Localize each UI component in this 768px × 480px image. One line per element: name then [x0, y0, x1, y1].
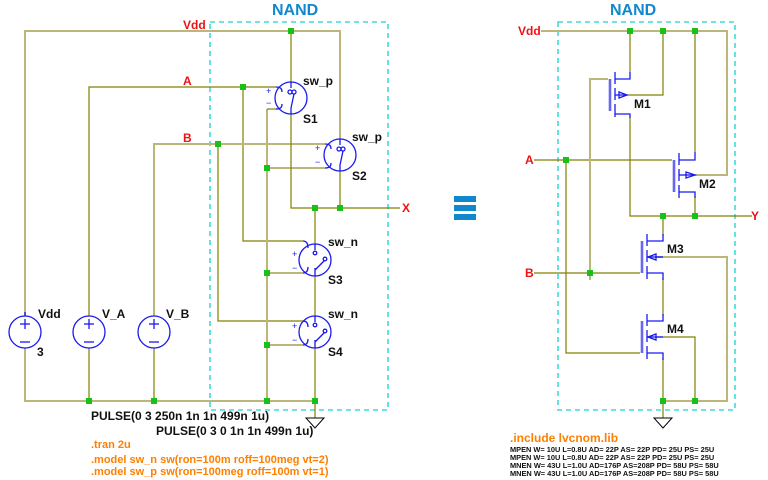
- param-line-2: MPEN W= 10U L=0.8U AD= 22P AS= 22P PD= 2…: [510, 453, 715, 462]
- pmos-m1[interactable]: [608, 72, 631, 118]
- net-label-y: Y: [751, 209, 760, 223]
- wire-y-right[interactable]: [629, 117, 752, 236]
- wire-x-left[interactable]: [290, 114, 400, 316]
- junctions-right: [563, 28, 698, 404]
- transistor-ref-m2: M2: [699, 177, 716, 191]
- switch-s2[interactable]: +−: [315, 138, 357, 172]
- directive-include: .include lvcnom.lib: [510, 431, 619, 445]
- nand-title-left: NAND: [272, 2, 319, 19]
- source-name-v-b: V_B: [166, 307, 190, 321]
- switch-s3[interactable]: +−: [292, 240, 332, 277]
- svg-text:−: −: [266, 98, 271, 108]
- voltage-source-vdd[interactable]: [8, 312, 42, 349]
- nmos-m4[interactable]: [640, 314, 664, 360]
- transistor-ref-m1: M1: [634, 97, 651, 111]
- wire-b-left[interactable]: [153, 143, 325, 322]
- switch-ref-s1: S1: [303, 112, 318, 126]
- net-label-b-left: B: [183, 131, 192, 145]
- svg-text:−: −: [292, 263, 297, 273]
- voltage-source-v-a[interactable]: [72, 315, 106, 349]
- wire-vdd-left[interactable]: [24, 30, 341, 316]
- ground-icon: [652, 417, 674, 429]
- pmos-m2[interactable]: [672, 152, 698, 198]
- net-label-x: X: [402, 201, 411, 215]
- param-line-4: MNEN W= 43U L=1.0U AD=176P AS=208P PD= 5…: [510, 469, 719, 478]
- wire-a-left[interactable]: [88, 86, 303, 316]
- directive-model-sw-p: .model sw_p sw(ron=100meg roff=100m vt=1…: [91, 466, 329, 478]
- switch-model-s4: sw_n: [328, 307, 359, 321]
- left-schematic: +− +− +− +−: [8, 21, 400, 429]
- switch-s4[interactable]: +−: [292, 315, 332, 349]
- svg-text:+: +: [292, 321, 297, 331]
- source-value-v-b: PULSE(0 3 0 1n 1n 499n 1u): [156, 424, 314, 438]
- wire-gnd-right[interactable]: [655, 256, 728, 420]
- switch-ref-s2: S2: [352, 169, 367, 183]
- svg-text:+: +: [266, 86, 271, 96]
- directive-model-sw-n: .model sw_n sw(ron=100m roff=100meg vt=2…: [91, 454, 329, 466]
- switch-ref-s4: S4: [328, 345, 343, 359]
- junctions-left: [86, 28, 343, 404]
- wire-m1-gate[interactable]: [589, 78, 608, 280]
- wire-gnd-left[interactable]: [24, 108, 325, 420]
- svg-text:−: −: [315, 157, 320, 167]
- transistor-ref-m3: M3: [667, 242, 684, 256]
- nmos-m3[interactable]: [640, 234, 664, 280]
- svg-text:+: +: [292, 249, 297, 259]
- source-name-v-a: V_A: [102, 307, 126, 321]
- source-value-v-a: PULSE(0 3 250n 1n 1n 499n 1u): [91, 409, 270, 423]
- source-name-vdd: Vdd: [38, 307, 61, 321]
- switch-s1[interactable]: +−: [266, 81, 308, 115]
- wire-vdd-right[interactable]: [541, 30, 728, 176]
- param-line-1: MPEN W= 10U L=0.8U AD= 22P AS= 22P PD= 2…: [510, 445, 715, 454]
- svg-text:−: −: [292, 335, 297, 345]
- net-label-vdd-right: Vdd: [518, 24, 541, 38]
- nand-title-right: NAND: [610, 2, 657, 19]
- switch-model-s2: sw_p: [352, 130, 383, 144]
- switch-ref-s3: S3: [328, 273, 343, 287]
- param-line-3: MNEN W= 43U L=1.0U AD=176P AS=208P PD= 5…: [510, 461, 719, 470]
- svg-text:+: +: [315, 143, 320, 153]
- net-label-a-left: A: [183, 74, 192, 88]
- source-value-vdd: 3: [37, 345, 44, 359]
- net-label-a-right: A: [525, 153, 534, 167]
- directive-tran: .tran 2u: [91, 439, 131, 451]
- switch-model-s3: sw_n: [328, 235, 359, 249]
- right-schematic: [534, 21, 752, 429]
- transistor-ref-m4: M4: [667, 322, 684, 336]
- net-label-vdd-left: Vdd: [183, 18, 206, 32]
- voltage-source-v-b[interactable]: [137, 315, 171, 349]
- ground-icon: [304, 417, 326, 429]
- net-label-b-right: B: [525, 266, 534, 280]
- nand-subcircuit-box-left: [209, 21, 389, 411]
- wire-a-right[interactable]: [534, 159, 672, 354]
- switch-model-s1: sw_p: [303, 74, 334, 88]
